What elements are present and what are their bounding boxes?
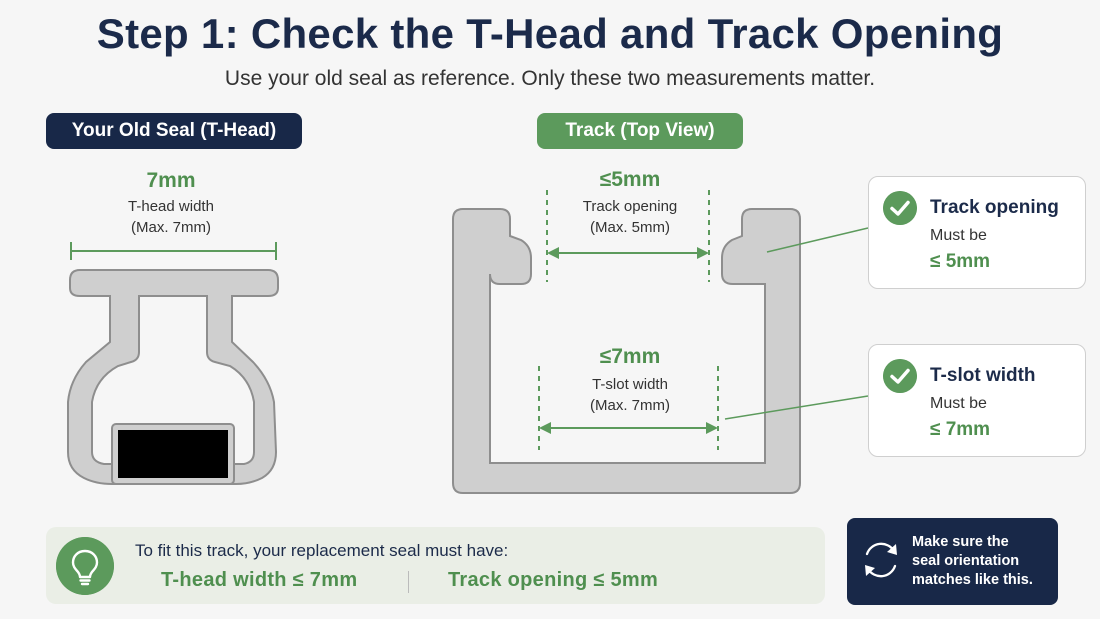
orientation-note-text: Make sure the seal orientation matches l…: [912, 533, 1052, 590]
t-head-width-max: (Max. 7mm): [131, 219, 211, 236]
t-head-width-label: T-head width: [128, 198, 214, 215]
card-sub: Must be: [930, 395, 987, 412]
t-slot-max: (Max. 7mm): [590, 397, 670, 414]
card-value: ≤ 7mm: [930, 419, 991, 440]
t-slot-label: T-slot width: [592, 376, 668, 393]
track-opening-dimension: [546, 190, 710, 282]
rotate-arrows-icon: [865, 542, 897, 578]
requirements-divider: [408, 571, 409, 593]
t-slot-leader: [724, 395, 869, 420]
track-opening-label: Track opening: [582, 198, 678, 215]
card-sub: Must be: [930, 227, 987, 244]
requirements-bar: [46, 527, 825, 604]
requirement-t-head: T-head width ≤ 7mm: [161, 569, 358, 591]
card-value: ≤ 5mm: [930, 251, 991, 272]
t-head-width-value: 7mm: [146, 169, 196, 192]
card-title: T-slot width: [930, 365, 1036, 386]
check-icon: [883, 191, 917, 225]
track-opening-card: Track opening Must be ≤ 5mm: [868, 176, 1086, 289]
track-opening-leader: [766, 227, 869, 253]
card-title: Track opening: [930, 197, 1059, 218]
requirement-track-opening: Track opening ≤ 5mm: [448, 569, 659, 591]
note-line: seal orientation: [912, 553, 1020, 569]
track-profile-drawing: [452, 208, 801, 494]
note-line: Make sure the: [912, 534, 1009, 550]
track-section-label: Track (Top View): [537, 113, 743, 149]
requirements-intro: To fit this track, your replacement seal…: [135, 541, 509, 560]
t-slot-width-card: T-slot width Must be ≤ 7mm: [868, 344, 1086, 457]
track-opening-max: (Max. 5mm): [590, 219, 670, 236]
seal-section-label: Your Old Seal (T-Head): [46, 113, 302, 149]
page-title: Step 1: Check the T-Head and Track Openi…: [96, 10, 1004, 57]
page-subtitle: Use your old seal as reference. Only the…: [224, 67, 876, 90]
t-head-dimension-line: [70, 242, 277, 260]
lightbulb-icon: [56, 537, 114, 595]
orientation-note: [847, 518, 1058, 605]
check-icon: [883, 359, 917, 393]
t-slot-dimension: [538, 366, 719, 450]
track-opening-value: ≤5mm: [599, 168, 661, 191]
note-line: matches like this.: [912, 572, 1033, 588]
t-slot-value: ≤7mm: [599, 345, 661, 368]
seal-profile-drawing: [67, 269, 279, 485]
